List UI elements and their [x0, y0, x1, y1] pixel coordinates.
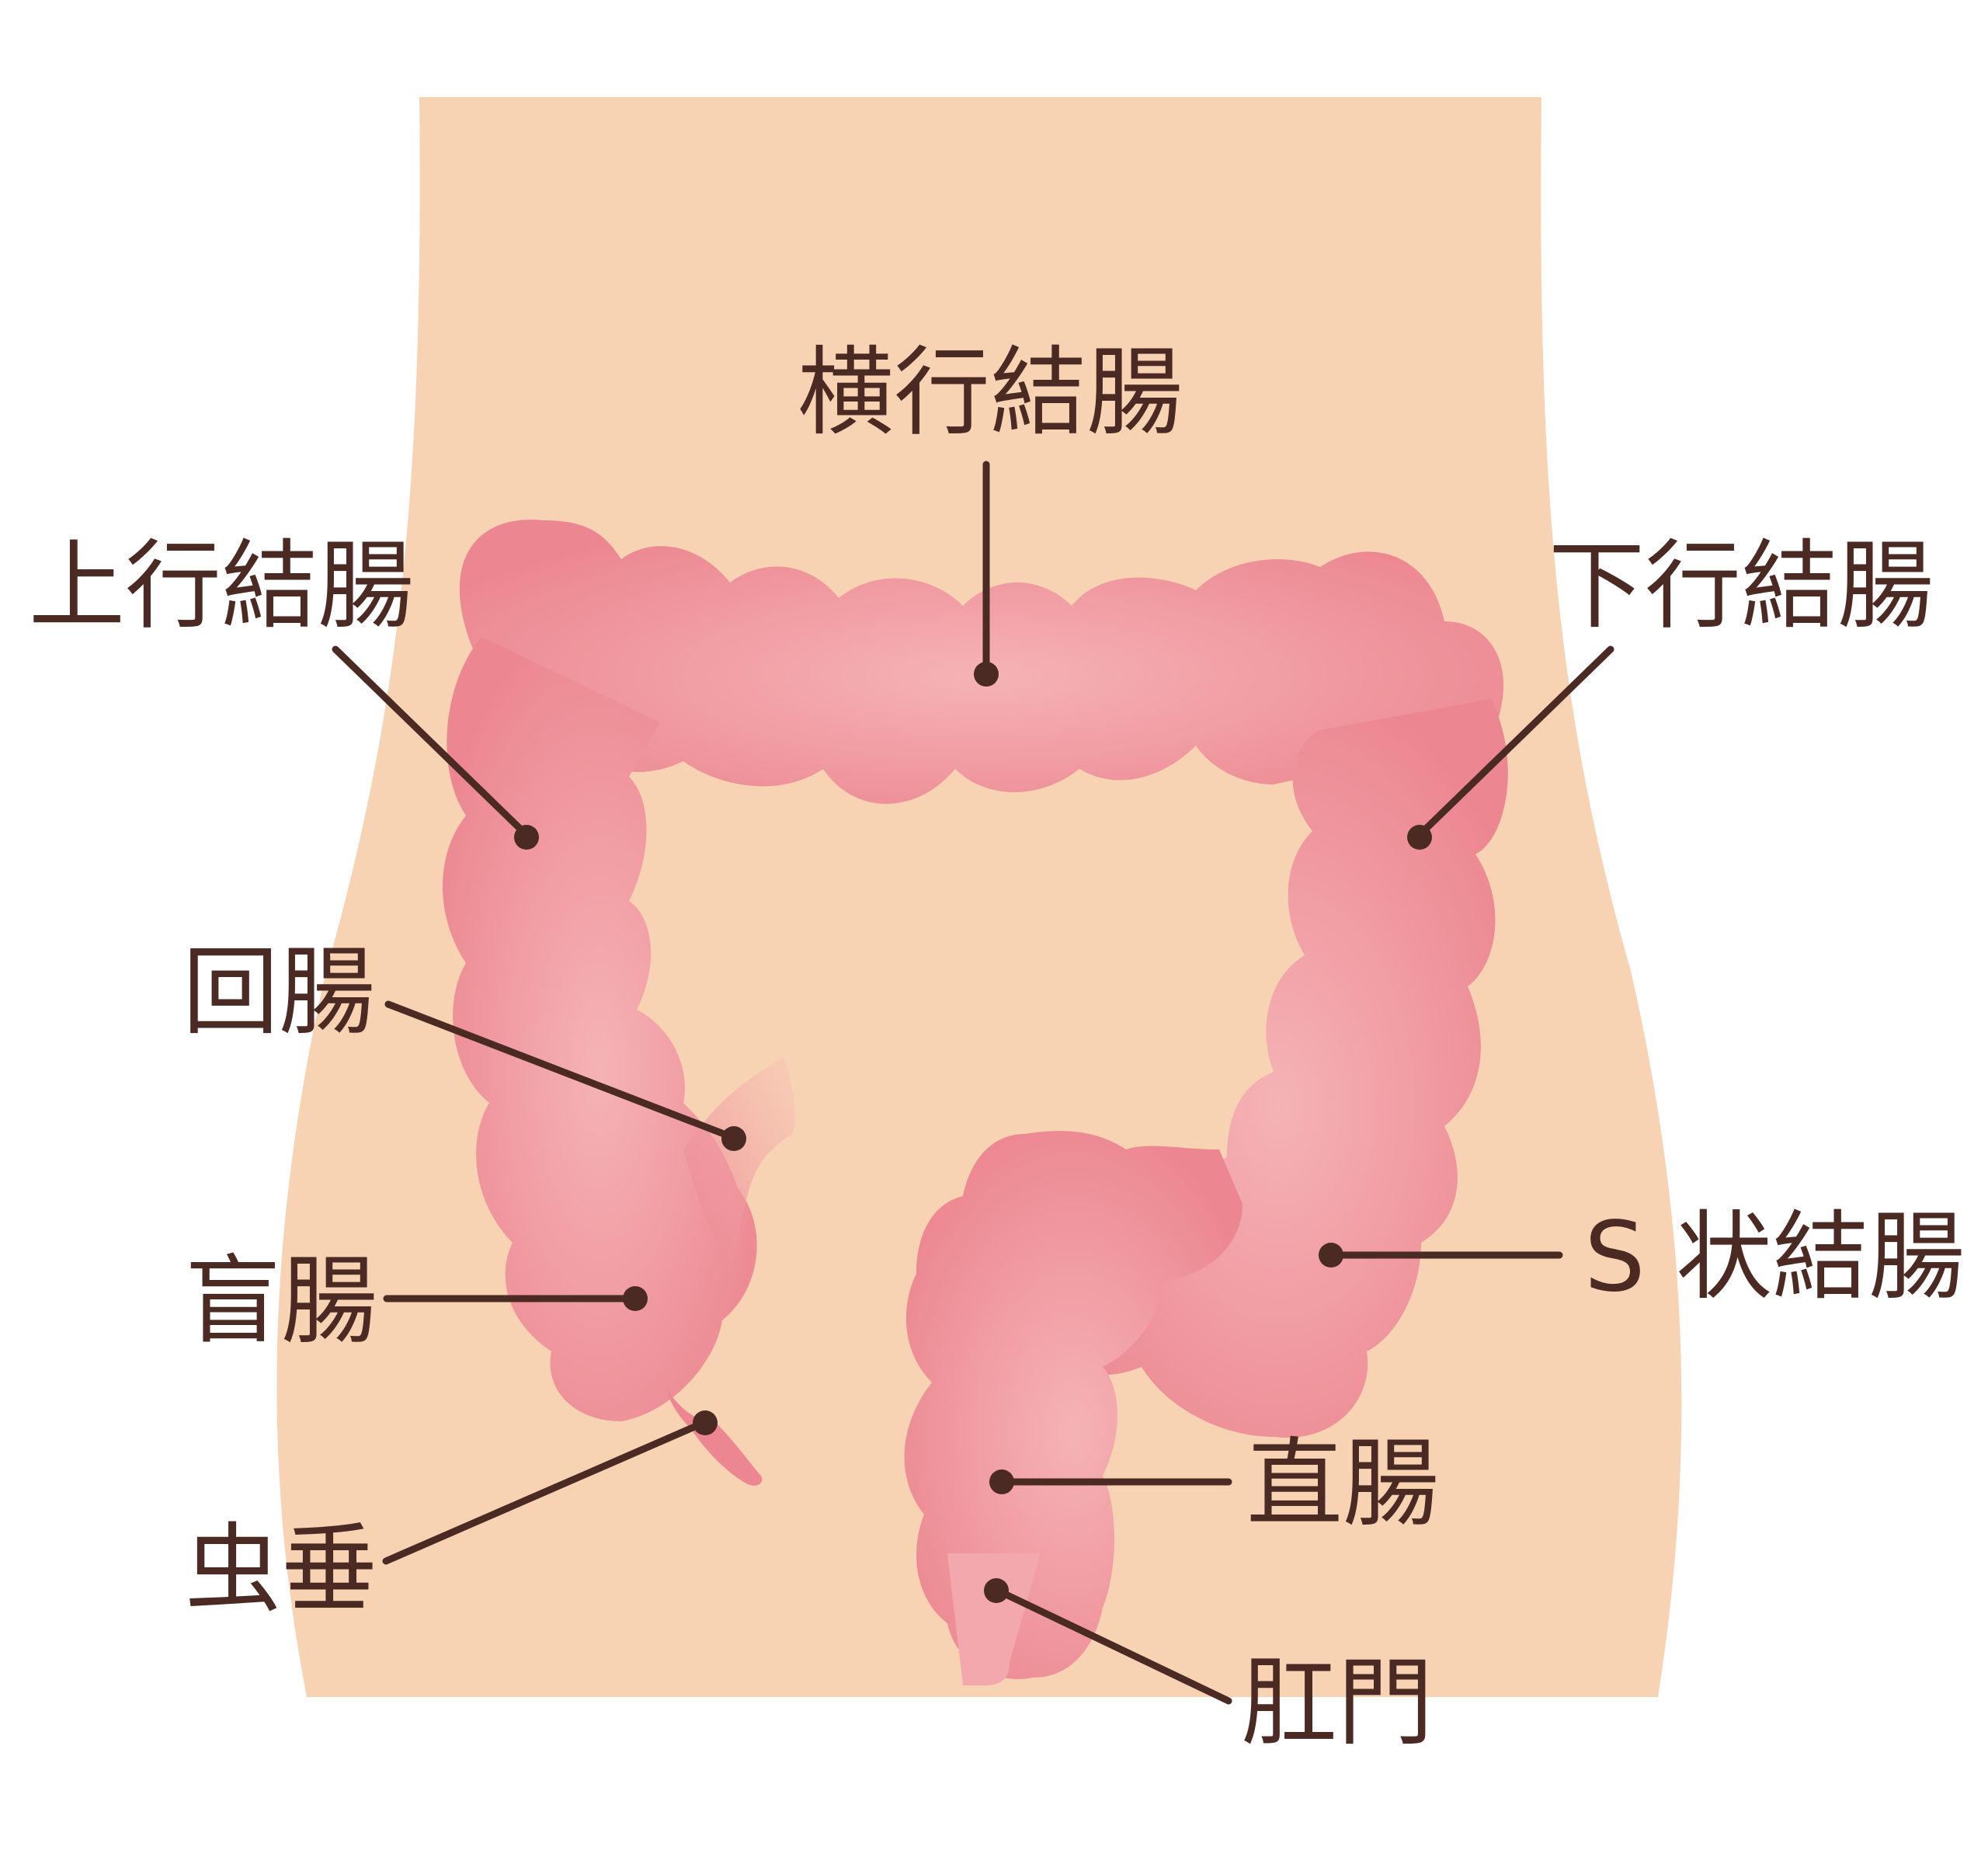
leader-ascending-colon — [332, 645, 530, 839]
label-sigmoid-colon: S 状結腸 — [1584, 1202, 1965, 1313]
label-descending-colon: 下行結腸 — [1548, 530, 1934, 642]
leader-descending-colon — [1416, 645, 1614, 839]
label-anus: 肛門 — [1241, 1647, 1434, 1759]
leader-anus — [994, 1587, 1232, 1705]
label-appendix: 虫垂 — [185, 1514, 377, 1626]
label-transverse-colon: 横行結腸 — [798, 337, 1183, 449]
leader-appendix — [382, 1419, 707, 1565]
label-cecum: 盲腸 — [185, 1246, 377, 1358]
ileum-shape — [683, 1056, 796, 1274]
dot-descending-colon — [1407, 825, 1432, 850]
dot-sigmoid-colon — [1319, 1243, 1343, 1268]
label-ascending-colon: 上行結腸 — [29, 530, 414, 642]
anal-canal-shape — [947, 1553, 1041, 1685]
leader-ileum — [384, 1000, 738, 1142]
dot-ascending-colon — [514, 825, 539, 850]
dot-ileum — [721, 1126, 746, 1151]
dot-transverse-colon — [974, 662, 999, 687]
label-ileum: 回腸 — [182, 937, 375, 1049]
dot-rectum — [989, 1469, 1014, 1494]
transverse-colon-shape — [459, 520, 1504, 804]
dot-cecum — [623, 1286, 648, 1311]
label-rectum: 直腸 — [1246, 1428, 1439, 1540]
appendix-shape — [668, 1390, 763, 1486]
dot-anus — [984, 1578, 1009, 1603]
dot-appendix — [693, 1410, 718, 1435]
sigmoid-colon-shape — [904, 1131, 1242, 1679]
